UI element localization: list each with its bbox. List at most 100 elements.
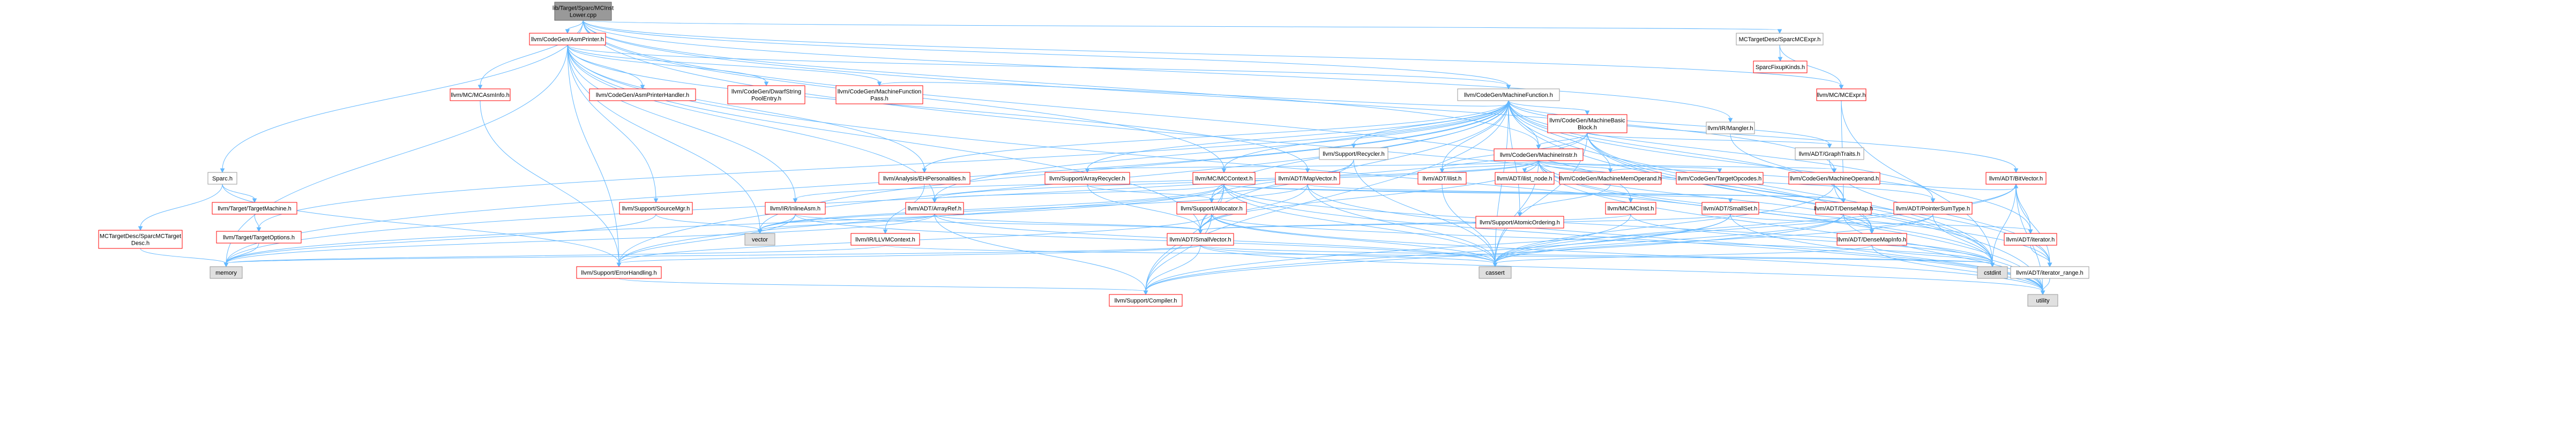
edge-mccontext-to-memory: [223, 184, 1224, 268]
node-asmprinter[interactable]: llvm/CodeGen/AsmPrinter.h: [529, 33, 606, 46]
node-label: llvm/ADT/SmallSet.h: [1704, 206, 1758, 212]
node-sparcfixup[interactable]: SparcFixupKinds.h: [1753, 61, 1808, 73]
node-mcexpr[interactable]: llvm/MC/MCExpr.h: [1816, 88, 1866, 101]
node-smallvector[interactable]: llvm/ADT/SmallVector.h: [1167, 233, 1234, 246]
node-machineoperand[interactable]: llvm/CodeGen/MachineOperand.h: [1788, 172, 1880, 185]
node-label: llvm/ADT/DenseMapInfo.h: [1838, 237, 1906, 243]
edge-smallvector-to-cassert: [1200, 245, 1498, 268]
node-label: llvm/ADT/DenseMap.h: [1814, 206, 1873, 212]
node-label: llvm/CodeGen/DwarfString: [731, 89, 801, 95]
node-analysiseh[interactable]: llvm/Analysis/EHPersonalities.h: [878, 172, 970, 185]
node-arrayrecycler[interactable]: llvm/Support/ArrayRecycler.h: [1044, 172, 1130, 185]
node-bitvector[interactable]: llvm/ADT/BitVector.h: [1985, 172, 2047, 185]
edge-smallvector-to-memory: [223, 245, 1201, 268]
edge-root-to-sparc_h: [220, 20, 584, 173]
edge-mccontext-to-arrayref: [932, 184, 1224, 203]
node-targetopcodes[interactable]: llvm/CodeGen/TargetOpcodes.h: [1676, 172, 1764, 185]
node-label: cstdint: [1984, 270, 2001, 276]
node-graphtraits[interactable]: llvm/ADT/GraphTraits.h: [1795, 147, 1864, 160]
edge-asmprinter-to-asmprinterhandler: [567, 44, 645, 90]
edge-machinefunction-to-mccontext: [1221, 100, 1509, 173]
node-mccontext[interactable]: llvm/MC/MCContext.h: [1192, 172, 1256, 185]
edge-root-to-machineinstr: [583, 20, 1541, 150]
node-iterator[interactable]: llvm/ADT/iterator.h: [2004, 233, 2057, 246]
node-label: vector: [752, 237, 768, 243]
node-label: llvm/Target/TargetMachine.h: [218, 206, 292, 212]
node-label: llvm/ADT/ilist.h: [1423, 176, 1462, 182]
node-sparc_h[interactable]: Sparc.h: [207, 172, 237, 185]
node-iteratorrange[interactable]: llvm/ADT/iterator_range.h: [2010, 266, 2089, 279]
node-label: llvm/Support/AtomicOrdering.h: [1480, 220, 1560, 226]
node-label: Block.h: [1578, 125, 1597, 131]
node-label: llvm/ADT/ilist_node.h: [1497, 176, 1552, 182]
edge-root-to-mcasminfo: [477, 20, 584, 90]
edge-iteratorrange-to-utility: [2040, 278, 2050, 296]
node-label: llvm/MC/MCInst.h: [1608, 206, 1654, 212]
node-label: llvm/Support/SourceMgr.h: [622, 206, 690, 212]
node-smallset[interactable]: llvm/ADT/SmallSet.h: [1701, 202, 1759, 215]
node-ilistnode[interactable]: llvm/ADT/ilist_node.h: [1495, 172, 1555, 185]
edge-mcasminfo-to-errorhandling: [480, 100, 622, 268]
edge-root-to-mangler: [583, 20, 1733, 123]
node-label: lib/Target/Sparc/MCInst: [552, 5, 614, 12]
node-mcasminfo[interactable]: llvm/MC/MCAsmInfo.h: [450, 88, 511, 101]
edge-arrayref-to-vector: [757, 214, 935, 235]
node-label: llvm/ADT/iterator.h: [2006, 237, 2055, 243]
node-label: llvm/CodeGen/MachineMemOperand.h: [1559, 176, 1662, 182]
edge-machineinstr-to-arrayrecycler: [1085, 160, 1539, 173]
edge-mccontext-to-smallset: [1223, 184, 1733, 203]
edge-mapvector-to-densemap: [1307, 184, 1846, 203]
node-allocator[interactable]: llvm/Support/Allocator.h: [1176, 202, 1247, 215]
node-label: llvm/MC/MCAsmInfo.h: [451, 92, 509, 99]
node-recycler[interactable]: llvm/Support/Recycler.h: [1319, 147, 1388, 160]
node-targetoptions[interactable]: llvm/Target/TargetOptions.h: [216, 231, 302, 244]
edge-root-to-sparcmcexpr: [583, 20, 1782, 34]
node-compiler[interactable]: llvm/Support/Compiler.h: [1109, 294, 1183, 307]
node-asmprinterhandler[interactable]: llvm/CodeGen/AsmPrinterHandler.h: [589, 88, 696, 101]
edge-asmprinter-to-inlineasm: [567, 44, 798, 203]
node-llvmcontext[interactable]: llvm/IR/LLVMContext.h: [850, 233, 920, 246]
edge-analysiseh-to-llvmcontext: [883, 184, 925, 235]
node-mangler[interactable]: llvm/IR/Mangler.h: [1706, 122, 1755, 134]
node-ilist[interactable]: llvm/ADT/ilist.h: [1417, 172, 1467, 185]
edge-iterator-to-iteratorrange: [2030, 245, 2052, 268]
edge-machinefunction-to-compiler: [1143, 100, 1509, 296]
node-label: Sparc.h: [212, 176, 233, 182]
node-densemapinfo[interactable]: llvm/ADT/DenseMapInfo.h: [1836, 233, 1907, 246]
node-mapvector[interactable]: llvm/ADT/MapVector.h: [1275, 172, 1340, 185]
node-vector: vector: [744, 233, 775, 246]
node-label: llvm/CodeGen/AsmPrinter.h: [531, 36, 604, 43]
node-label: llvm/CodeGen/MachineFunction: [838, 89, 922, 95]
node-inlineasm[interactable]: llvm/IR/InlineAsm.h: [765, 202, 826, 215]
node-sparcmcexpr[interactable]: MCTargetDesc/SparcMCExpr.h: [1736, 33, 1824, 46]
node-arrayref[interactable]: llvm/ADT/ArrayRef.h: [905, 202, 964, 215]
node-machineinstr[interactable]: llvm/CodeGen/MachineInstr.h: [1494, 148, 1584, 161]
edge-asmprinter-to-machinefunction: [567, 44, 1511, 90]
node-targetmachine[interactable]: llvm/Target/TargetMachine.h: [212, 202, 297, 215]
node-mcinst[interactable]: llvm/MC/MCInst.h: [1605, 202, 1656, 215]
edge-smallset-to-smallvector: [1198, 214, 1731, 235]
node-errorhandling[interactable]: llvm/Support/ErrorHandling.h: [576, 266, 662, 279]
edge-machineinstr-to-ilist: [1439, 160, 1539, 173]
node-densemap[interactable]: llvm/ADT/DenseMap.h: [1814, 202, 1873, 215]
node-pointersumtype[interactable]: llvm/ADT/PointerSumType.h: [1893, 202, 1973, 215]
node-mmo[interactable]: llvm/CodeGen/MachineMemOperand.h: [1559, 172, 1662, 185]
node-label: llvm/Support/Recycler.h: [1323, 151, 1385, 157]
node-label: llvm/IR/InlineAsm.h: [770, 206, 820, 212]
edge-sparc_h-to-sparcmctargetdesc: [138, 184, 223, 231]
node-label: llvm/ADT/PointerSumType.h: [1896, 206, 1970, 212]
node-machinefunction[interactable]: llvm/CodeGen/MachineFunction.h: [1457, 88, 1560, 101]
node-atomicordering[interactable]: llvm/Support/AtomicOrdering.h: [1475, 216, 1564, 229]
node-cstdint: cstdint: [1977, 266, 2008, 279]
node-sourcemgr[interactable]: llvm/Support/SourceMgr.h: [619, 202, 693, 215]
node-label: llvm/ADT/GraphTraits.h: [1799, 151, 1861, 157]
node-label: cassert: [1485, 270, 1504, 276]
edge-asmprinter-to-analysiseh: [567, 44, 927, 173]
